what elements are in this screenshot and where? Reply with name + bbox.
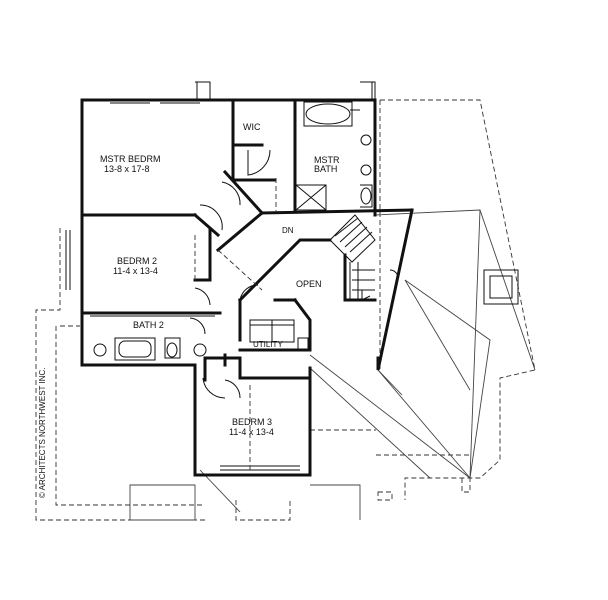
utility-appliances [249,319,309,351]
windows [65,99,355,471]
bedroom-3-size: 11-4 x 13-4 [229,427,274,437]
stair-down-label: DN [282,226,294,235]
master-bath-name-2: BATH [314,164,337,174]
bath-2-fixtures [90,315,215,361]
master-bath-fixtures [295,101,373,211]
master-bedroom-name: MSTR BEDRM [100,154,161,164]
doors [189,149,399,399]
chimney-box [483,269,519,305]
master-bedroom-size: 13-8 x 17-8 [104,164,150,174]
master-bath-name: MSTR [314,155,340,165]
bedroom-2-name: BEDRM 2 [117,256,157,266]
interior-dashes [194,178,277,470]
open-name: OPEN [296,279,322,289]
walls [80,98,414,477]
stair [329,214,376,301]
utility-name: UTILITY [253,340,283,349]
bedroom-3-name: BEDRM 3 [232,417,272,427]
walk-in-closet-name: WIC [243,122,261,132]
copyright-notice: © ARCHITECTS NORTHWEST INC. [38,368,47,499]
bath-2-name: BATH 2 [133,320,164,330]
bedroom-2-size: 11-4 x 13-4 [113,266,158,276]
